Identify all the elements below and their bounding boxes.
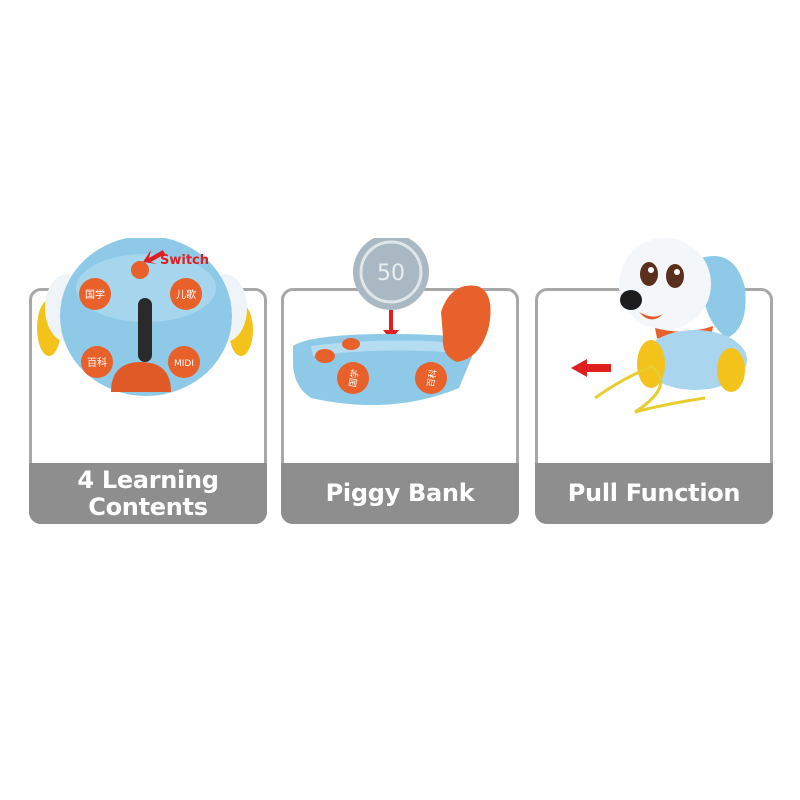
caption-text: Pull Function — [567, 479, 741, 507]
caption-text: Piggy Bank — [325, 479, 475, 507]
button-baike[interactable] — [81, 346, 113, 378]
toy-front-illustration: 国学 儿歌 百科 MIDI Switch — [37, 238, 253, 396]
coin — [353, 238, 429, 310]
button-erge[interactable] — [170, 278, 202, 310]
pull-string[interactable] — [594, 364, 706, 414]
toy-tail — [111, 362, 171, 392]
toy-dog-illustration — [571, 238, 747, 414]
button-label: 百科 — [425, 368, 440, 388]
panel-caption: Piggy Bank — [281, 463, 519, 524]
feature-panel-learning: 4 Learning Contents 国学 儿歌 百科 MIDI Switch — [29, 238, 267, 524]
button-label: 百科 — [87, 356, 107, 369]
switch-label: Switch — [160, 253, 209, 268]
button-baike[interactable] — [415, 362, 447, 394]
button-guoxue[interactable] — [337, 362, 369, 394]
button-label: 国学 — [347, 368, 362, 388]
button-label: 国学 — [85, 288, 105, 301]
dog-head — [619, 238, 711, 330]
coin-value: 50 — [377, 261, 405, 286]
feature-panel-piggy-bank: Piggy Bank 50 国学 百科 — [281, 238, 519, 524]
pull-direction-arrow-icon — [571, 359, 611, 377]
switch-arrow-icon — [143, 250, 165, 264]
button-midi[interactable] — [168, 346, 200, 378]
toy-side-illustration: 50 国学 百科 — [293, 238, 491, 406]
toy-tail — [441, 285, 491, 362]
button-label: MIDI — [174, 359, 194, 369]
dog-ear — [701, 256, 746, 338]
panel-caption: 4 Learning Contents — [29, 463, 267, 524]
left-eye — [640, 262, 658, 286]
dog-nose — [620, 290, 642, 310]
feature-panel-pull: Pull Function — [535, 238, 773, 524]
coin-slot — [138, 298, 152, 362]
button-label: 儿歌 — [176, 288, 196, 301]
caption-text: 4 Learning Contents — [77, 465, 219, 521]
switch-knob[interactable] — [131, 261, 149, 279]
dog-mouth — [639, 312, 663, 320]
right-eye — [666, 264, 684, 288]
rear-wheel — [717, 348, 745, 392]
button-guoxue[interactable] — [79, 278, 111, 310]
panel-caption: Pull Function — [535, 463, 773, 524]
